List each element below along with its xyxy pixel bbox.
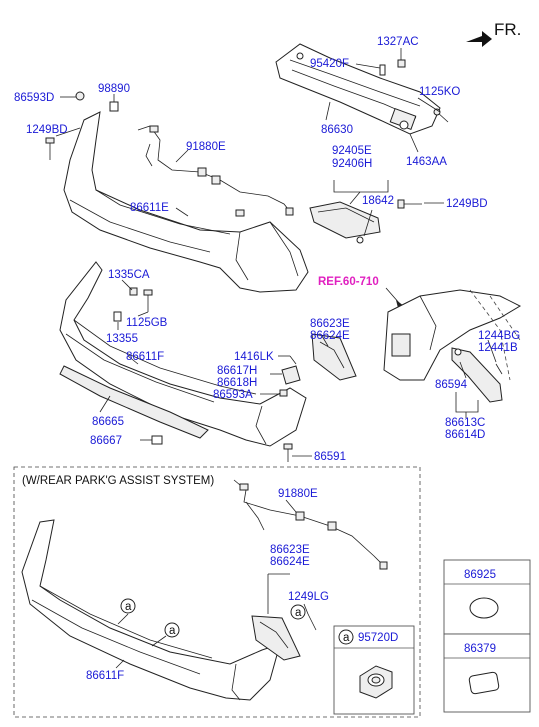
symbol-a-1 — [120, 598, 136, 614]
legend-symbol-a — [338, 629, 354, 645]
label-1125KO: 1125KO — [419, 86, 460, 98]
label-86665: 86665 — [92, 416, 124, 428]
clip-13355 — [113, 311, 122, 322]
ref-label-60-710: REF.60-710 — [318, 276, 379, 288]
label-91880E-bottom: 91880E — [278, 488, 318, 500]
label-92405E: 92405E — [332, 145, 372, 157]
label-86624E-top: 86624E — [310, 330, 350, 342]
reflector-92405E — [309, 201, 381, 244]
label-86617H: 86617H — [217, 365, 257, 377]
bolt-1244BG — [495, 363, 503, 375]
label-86593D: 86593D — [14, 92, 54, 104]
legend-part-95720D: 95720D — [358, 632, 398, 644]
label-1244BG: 1244BG — [478, 330, 520, 342]
label-86611F-top: 86611F — [126, 351, 164, 363]
label-13355: 13355 — [106, 333, 138, 345]
cap-86925-icon — [469, 597, 499, 619]
label-86623E-bottom: 86623E — [270, 544, 310, 556]
front-direction-arrow — [466, 31, 492, 47]
label-91880E-top: 91880E — [186, 141, 226, 153]
symbol-a-label-2: a — [169, 625, 176, 637]
label-86624E-bottom: 86624E — [270, 556, 310, 568]
label-1463AA: 1463AA — [406, 156, 447, 168]
clip-95420F — [379, 64, 386, 76]
label-86611F-bottom: 86611F — [86, 670, 124, 682]
label-18642: 18642 — [362, 195, 394, 207]
label-86593A: 86593A — [213, 389, 253, 401]
label-95420F: 95420F — [310, 58, 349, 70]
label-86630: 86630 — [321, 124, 353, 136]
nut-86593D — [75, 91, 85, 101]
label-86618H: 86618H — [217, 377, 257, 389]
label-1416LK: 1416LK — [234, 351, 274, 363]
nut-86593A — [279, 389, 288, 397]
legend-symbol-a-label: a — [343, 632, 350, 644]
wiring-harness-91880E-bottom — [233, 479, 388, 570]
bolt-1249BD-left — [45, 137, 55, 160]
screw-1416LK — [289, 355, 297, 365]
arrow-icon — [466, 31, 492, 47]
body-panel-ref-60-710 — [383, 289, 522, 381]
label-12441B: 12441B — [478, 342, 518, 354]
symbol-a-3 — [290, 604, 306, 620]
label-1249BD-left: 1249BD — [26, 124, 68, 136]
lower-bumper-86611F-bottom — [21, 519, 281, 701]
label-1249BD-right: 1249BD — [446, 198, 488, 210]
bolt-86591 — [283, 443, 293, 462]
label-86613C: 86613C — [445, 417, 485, 429]
label-1327AC: 1327AC — [377, 36, 419, 48]
bolt-1125GB — [143, 289, 153, 312]
mudguard-bracket-86613C — [451, 347, 503, 403]
garnish-86665 — [59, 365, 209, 439]
screw-1249LG — [307, 613, 317, 631]
label-86611E: 86611E — [130, 202, 169, 214]
bumper-cover-86611E — [63, 111, 309, 293]
label-86925: 86925 — [464, 569, 496, 581]
label-86623E-top: 86623E — [310, 318, 350, 330]
label-86614D: 86614D — [445, 429, 485, 441]
label-92406H: 92406H — [332, 158, 372, 170]
bracket-86617H — [281, 365, 301, 385]
label-98890: 98890 — [98, 83, 130, 95]
bolt-1335CA — [129, 287, 138, 296]
symbol-a-label-1: a — [125, 601, 132, 613]
reflector-86623E-bottom — [251, 615, 301, 661]
label-86594: 86594 — [435, 379, 468, 391]
clip-98890 — [109, 101, 119, 112]
label-1335CA: 1335CA — [108, 269, 150, 281]
symbol-a-label-3: a — [295, 607, 302, 619]
symbol-a-2 — [164, 622, 180, 638]
parking-sensor-icon — [359, 665, 393, 699]
part-box-86925 — [443, 559, 531, 635]
bolt-1327AC — [397, 59, 406, 68]
label-86667: 86667 — [90, 435, 122, 447]
park-assist-section-box — [13, 466, 421, 718]
label-1249LG: 1249LG — [288, 591, 329, 603]
label-1125GB: 1125GB — [126, 317, 168, 329]
clip-86667 — [151, 435, 163, 445]
wiring-harness-91880E-top — [137, 125, 294, 217]
label-86379: 86379 — [464, 643, 496, 655]
reflector-86623E-top — [311, 333, 357, 381]
label-86591: 86591 — [314, 451, 346, 463]
section-caption: (W/REAR PARK'G ASSIST SYSTEM) — [22, 475, 214, 487]
bolt-1249BD-right — [397, 199, 422, 209]
pad-86379-icon — [468, 671, 500, 695]
bumper-beam-86630 — [275, 43, 441, 135]
front-label: FR. — [494, 20, 521, 39]
lower-bumper-86611F-top — [59, 261, 307, 447]
